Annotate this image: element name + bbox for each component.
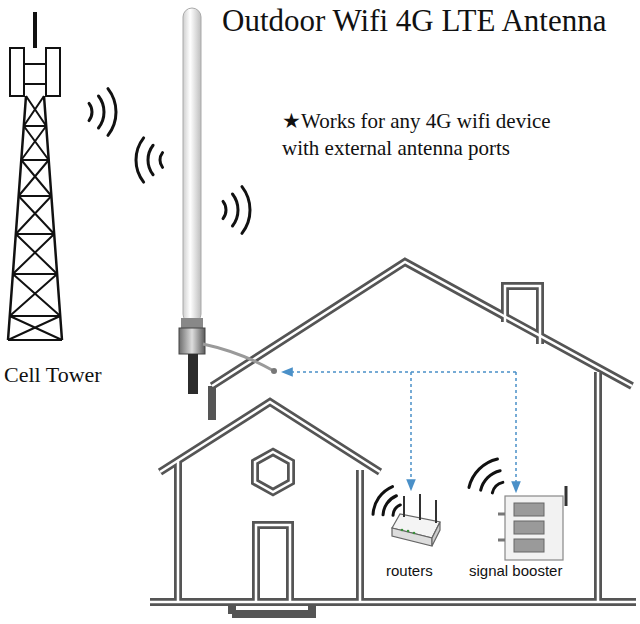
tower-brace [13,234,57,274]
wave-arc [469,459,497,487]
device-label: signal booster [467,562,564,579]
wave-arc [242,187,250,234]
wave-arc [160,153,163,168]
antenna [179,8,277,394]
tower-brace [19,160,52,196]
tower-label-text: Cell Tower [4,362,102,388]
device-label-text: routers [384,562,435,579]
tower-brace [21,126,48,160]
device-label: routers [384,562,435,579]
wave-arc [481,471,500,490]
wave-arc [108,89,116,136]
tower-brace [10,274,60,316]
tower-label: Cell Tower [4,362,102,388]
booster-icon [498,486,566,560]
cell-tower [8,12,62,340]
title: Outdoor Wifi 4G LTE Antenna [222,2,607,39]
note-text: ★Works for any 4G wifi device with exter… [282,108,592,162]
wave-arc [89,103,92,120]
wave-arc [393,505,400,515]
tower-brace [8,316,62,340]
wave-arc [98,96,104,128]
device-label-text: signal booster [467,562,564,579]
router-icon [392,494,440,546]
feed-line [282,372,516,492]
wave-arc [373,487,392,515]
wave-arc [136,138,144,182]
wave-arc [148,145,153,175]
tower-brace [24,96,46,126]
wave-arc [223,201,226,218]
wave-arc [232,194,238,226]
wave-arc [492,482,502,492]
tower-brace [16,196,54,234]
wave-arc [383,496,396,515]
house-outline [150,262,636,614]
